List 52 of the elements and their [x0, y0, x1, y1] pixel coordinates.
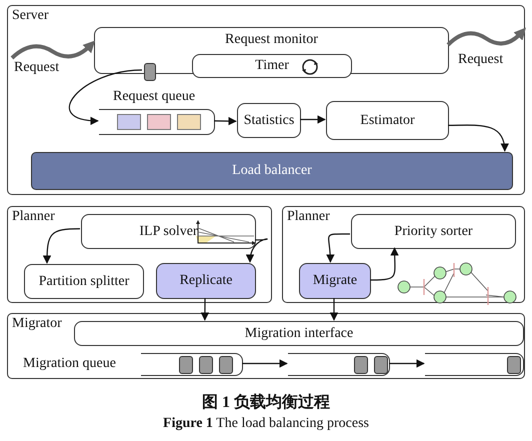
arrow	[448, 124, 508, 152]
group-title: Planner	[12, 209, 55, 225]
queue-segment	[288, 353, 390, 376]
box-label: Migrate	[312, 273, 358, 289]
process-box	[326, 101, 449, 140]
group-title: Server	[12, 8, 49, 24]
figure-caption: Figure 1 The load balancing process	[162, 416, 370, 432]
figure-caption: 图 1 负载均衡过程	[201, 392, 331, 413]
arrow	[214, 116, 237, 126]
arrow	[242, 359, 288, 368]
box-label: Priority sorter	[394, 224, 473, 240]
port-block	[144, 63, 156, 81]
group-frame	[7, 313, 525, 379]
process-box	[351, 214, 516, 249]
box-label: Replicate	[180, 273, 232, 289]
box-label: ILP solver	[139, 224, 198, 240]
process-box	[237, 103, 301, 138]
box-label: Migration interface	[244, 326, 354, 342]
queue-segment	[425, 353, 524, 376]
action-box	[299, 263, 371, 299]
group-frame	[7, 206, 272, 303]
wavy-arrow	[446, 28, 526, 46]
queue-segment	[141, 353, 243, 376]
process-box	[24, 264, 144, 299]
arrow	[389, 359, 425, 368]
box-label: Statistics	[244, 112, 294, 128]
queue-heading: Request queue	[113, 89, 196, 105]
process-box	[74, 321, 524, 346]
process-box	[81, 214, 256, 249]
balancer-bar	[31, 152, 513, 190]
box-label: Estimator	[360, 112, 415, 128]
arrow	[370, 247, 399, 281]
group-frame	[7, 5, 525, 195]
group-title: Planner	[287, 209, 330, 225]
action-box	[156, 263, 256, 299]
arrow	[200, 298, 210, 321]
process-box	[192, 54, 352, 78]
arrow	[326, 233, 350, 263]
arrow	[330, 298, 338, 321]
group-title: Migrator	[12, 316, 62, 332]
arrow	[246, 238, 267, 263]
queue-label: Migration queue	[23, 356, 116, 372]
edge-label: Request	[458, 52, 504, 68]
arrow	[300, 115, 326, 124]
box-title: Request monitor	[224, 32, 319, 48]
box-label: Partition splitter	[38, 274, 130, 290]
edge-label: Request	[14, 60, 60, 76]
wavy-arrow	[10, 40, 96, 60]
box-label: Timer	[255, 58, 289, 74]
arrow	[68, 69, 142, 124]
box-label: Load balancer	[232, 163, 312, 179]
arrow	[42, 228, 80, 264]
